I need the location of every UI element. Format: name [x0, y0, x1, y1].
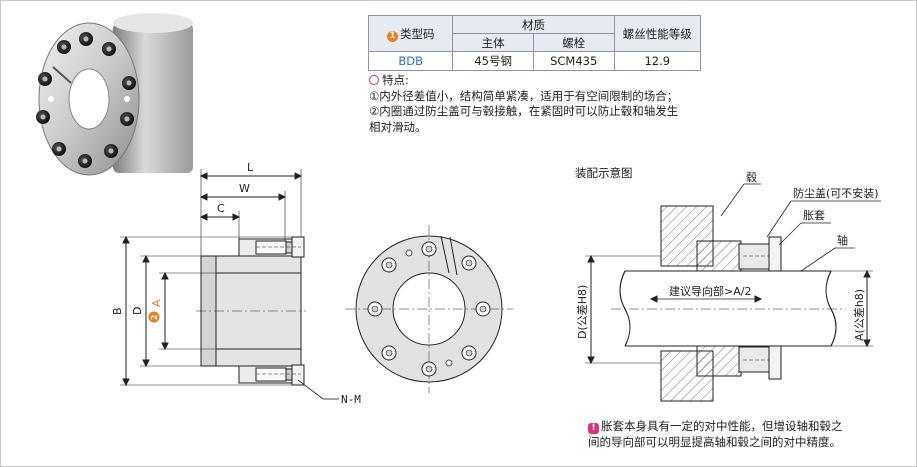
- warning-icon: !: [588, 423, 599, 434]
- feature-line-2: ②内圈通过防尘盖可与毂接触，在紧固时可以防止毂和轴发生: [369, 104, 679, 118]
- product-photo: [36, 13, 193, 176]
- note-line-1: !胀套本身具有一定的对中性能，但增设轴和毂之: [588, 418, 843, 434]
- dim-A-label: A: [150, 299, 163, 307]
- type-code-badge-icon: 1: [386, 30, 398, 42]
- features-title: 特点:: [382, 73, 409, 87]
- dim-D-tol-label: D(公差H8): [575, 285, 589, 339]
- material-header: 材质: [452, 15, 615, 34]
- dim-D-label: D: [131, 307, 144, 315]
- grade-header: 螺丝性能等级: [613, 15, 702, 52]
- section-drawing: [120, 169, 339, 400]
- dim-W-label: W: [239, 182, 250, 195]
- dim-L-label: L: [247, 161, 254, 174]
- feature-line-1: ①内外径差值小，结构简单紧凑，适用于有空间限制的场合；: [369, 88, 679, 103]
- assembly-title: 装配示意图: [575, 166, 633, 180]
- body-header: 主体: [452, 33, 534, 52]
- badge-A-number: 2: [150, 314, 159, 320]
- hub-label: 毂: [746, 171, 757, 184]
- front-view-drawing: [345, 225, 513, 393]
- body-material-value: 45号钢: [452, 51, 534, 71]
- alignment-note: !胀套本身具有一定的对中性能，但增设轴和毂之 间的导向部可以明显提高轴和毂之间的…: [588, 418, 843, 450]
- guide-label: 建议导向部>A/2: [669, 284, 751, 298]
- bolt-header: 螺栓: [532, 33, 615, 52]
- dim-C-label: C: [217, 202, 225, 215]
- sleeve-label: 胀套: [803, 209, 825, 222]
- feature-ring-icon: [369, 75, 379, 85]
- feature-line-3: 相对滑动。: [369, 119, 427, 134]
- features-title-row: 特点:: [369, 73, 678, 89]
- dust-cover-label: 防尘盖(可不安装): [793, 186, 879, 200]
- note-line-2: 间的导向部可以明显提高轴和毂之间的对中精度。: [588, 435, 841, 449]
- bolt-material-value: SCM435: [532, 51, 615, 71]
- grade-value: 12.9: [613, 51, 702, 71]
- bolt-spec-label: N-M: [341, 393, 361, 406]
- dim-A-tol-label: A(公差h8): [852, 289, 866, 341]
- badge-A-icon: [148, 311, 160, 323]
- assembly-drawing: [585, 183, 881, 402]
- features-section: 特点: ①内外径差值小，结构简单紧凑，适用于有空间限制的场合； ②内圈通过防尘盖…: [369, 73, 678, 135]
- shaft-label: 轴: [837, 233, 848, 247]
- type-code-value: BDB: [367, 51, 454, 71]
- dim-B-label: B: [111, 307, 124, 315]
